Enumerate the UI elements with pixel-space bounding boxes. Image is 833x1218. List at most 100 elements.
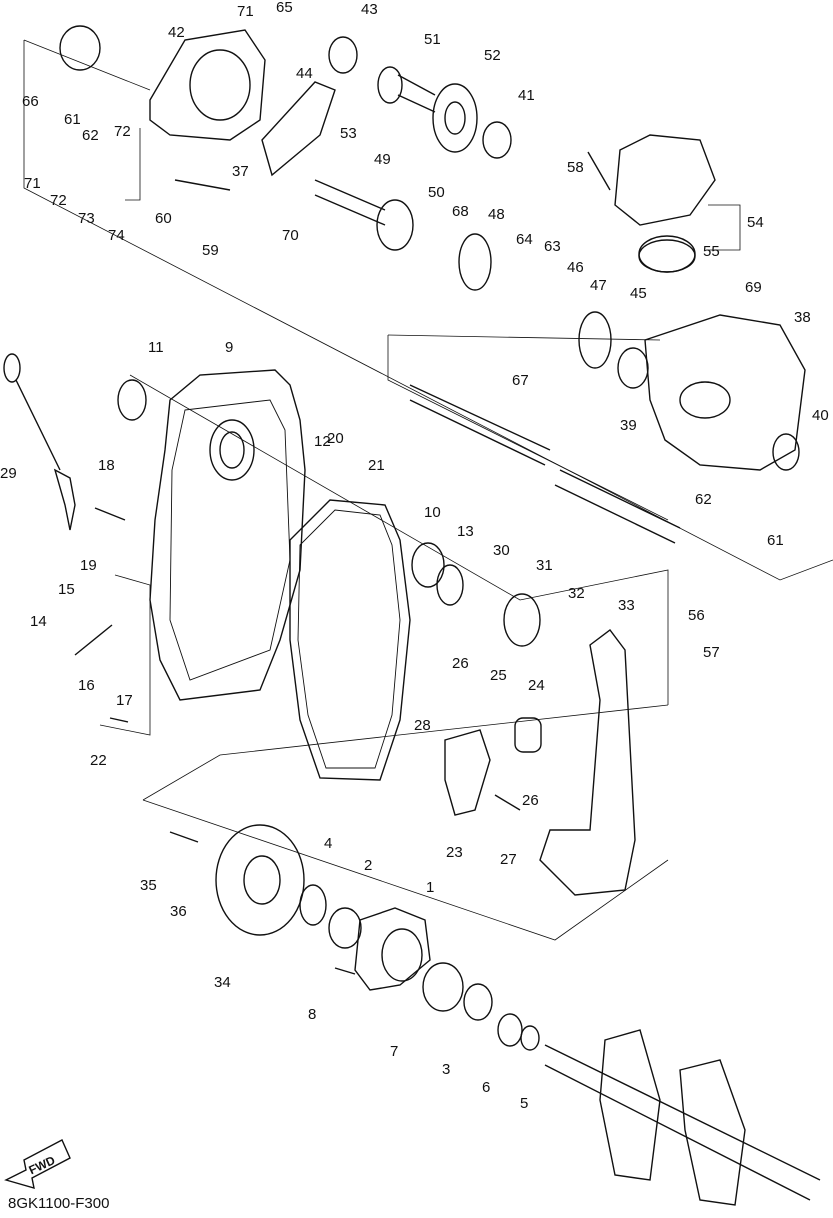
label-33: 33 [618, 597, 635, 614]
part-labels: 66 42 71 65 43 51 52 41 61 44 62 37 53 7… [0, 0, 829, 1112]
gear-part-48 [458, 233, 492, 291]
gear-part-31 [503, 593, 541, 647]
label-22: 22 [90, 752, 107, 769]
label-28: 28 [414, 717, 431, 734]
housing-part-54 [614, 134, 716, 273]
seal-parts [59, 25, 800, 1051]
label-36: 36 [170, 903, 187, 920]
label-47: 47 [590, 277, 607, 294]
bearing-parts [117, 36, 649, 949]
gear-housing-part-42 [149, 29, 266, 141]
label-57: 57 [703, 644, 720, 661]
label-71-top: 71 [237, 3, 254, 20]
label-38: 38 [794, 309, 811, 326]
label-25: 25 [490, 667, 507, 684]
label-74: 74 [108, 227, 125, 244]
label-62-right: 62 [695, 491, 712, 508]
label-30: 30 [493, 542, 510, 559]
label-55: 55 [703, 243, 720, 260]
label-72-left: 72 [50, 192, 67, 209]
label-54: 54 [747, 214, 764, 231]
label-26-top: 26 [452, 655, 469, 672]
label-64: 64 [516, 231, 533, 248]
label-32: 32 [568, 585, 585, 602]
label-10: 10 [424, 504, 441, 521]
chain-part-33 [539, 629, 636, 896]
label-5: 5 [520, 1095, 528, 1112]
label-53: 53 [340, 125, 357, 142]
label-46: 46 [567, 259, 584, 276]
label-2: 2 [364, 857, 372, 874]
label-20: 20 [327, 430, 344, 447]
drive-shaft-part [544, 1029, 821, 1206]
label-50: 50 [428, 184, 445, 201]
label-70: 70 [282, 227, 299, 244]
label-3: 3 [442, 1061, 450, 1078]
label-34: 34 [214, 974, 231, 991]
label-51: 51 [424, 31, 441, 48]
gear-part-45 [578, 311, 612, 369]
label-9: 9 [225, 339, 233, 356]
label-66: 66 [22, 93, 39, 110]
diagram-code: 8GK1100-F300 [8, 1195, 110, 1212]
label-14: 14 [30, 613, 47, 630]
label-61-right: 61 [767, 532, 784, 549]
label-68: 68 [452, 203, 469, 220]
label-69: 69 [745, 279, 762, 296]
label-21: 21 [368, 457, 385, 474]
label-43: 43 [361, 1, 378, 18]
label-37: 37 [232, 163, 249, 180]
bearing-housing-part-1 [354, 907, 431, 991]
tensioner-part-23 [444, 717, 542, 816]
dipstick-part-29 [3, 353, 76, 531]
label-18: 18 [98, 457, 115, 474]
label-24: 24 [528, 677, 545, 694]
label-44: 44 [296, 65, 313, 82]
gasket-part-21 [289, 499, 411, 781]
label-40: 40 [812, 407, 829, 424]
label-67: 67 [512, 372, 529, 389]
fastener-parts [74, 151, 611, 975]
shaft-part-51 [377, 66, 436, 113]
label-45: 45 [630, 285, 647, 302]
label-41: 41 [518, 87, 535, 104]
label-11: 11 [148, 339, 164, 356]
label-8: 8 [308, 1006, 316, 1023]
label-56: 56 [688, 607, 705, 624]
case-part-53 [261, 81, 336, 177]
label-26-bottom: 26 [522, 792, 539, 809]
label-12: 12 [314, 433, 331, 450]
shaft-part-49 [314, 179, 414, 251]
label-39: 39 [620, 417, 637, 434]
label-27: 27 [500, 851, 517, 868]
housing-part-38 [644, 314, 806, 471]
fwd-arrow-icon: FWD [4, 1139, 71, 1189]
label-6: 6 [482, 1079, 490, 1096]
shaft-part-67 [409, 384, 681, 544]
gear-part-52 [432, 83, 478, 153]
label-58: 58 [567, 159, 584, 176]
label-60: 60 [155, 210, 172, 227]
label-31: 31 [536, 557, 553, 574]
label-61-top: 61 [64, 111, 81, 128]
sprocket-part-34 [215, 824, 305, 936]
label-1: 1 [426, 879, 434, 896]
label-42: 42 [168, 24, 185, 41]
label-19: 19 [80, 557, 97, 574]
label-52: 52 [484, 47, 501, 64]
label-29: 29 [0, 465, 17, 482]
label-4: 4 [324, 835, 332, 852]
label-13: 13 [457, 523, 474, 540]
chaincase-cover-part-9 [149, 369, 306, 701]
group-lines [23, 39, 833, 941]
label-62-top: 62 [82, 127, 99, 144]
label-48: 48 [488, 206, 505, 223]
label-65: 65 [276, 0, 293, 16]
label-49: 49 [374, 151, 391, 168]
label-35: 35 [140, 877, 157, 894]
label-7: 7 [390, 1043, 398, 1060]
label-16: 16 [78, 677, 95, 694]
label-59: 59 [202, 242, 219, 259]
label-72-top: 72 [114, 123, 131, 140]
